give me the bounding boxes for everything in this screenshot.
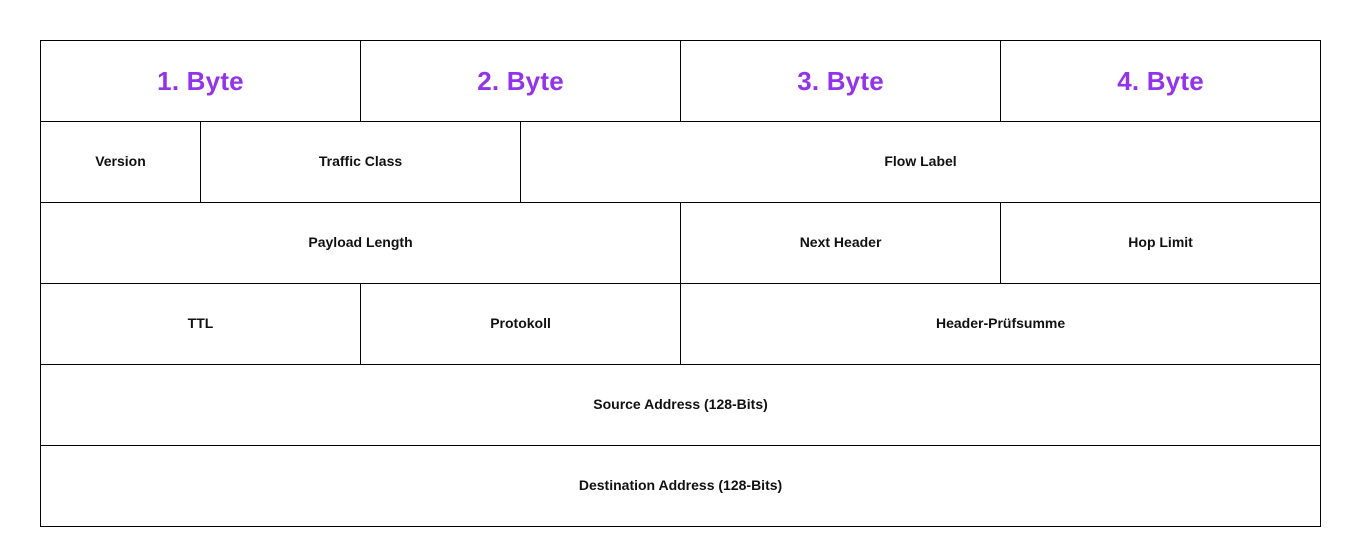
field-label-payload-length: Payload Length bbox=[308, 234, 413, 250]
field-cell-protokoll: Protokoll bbox=[360, 283, 682, 365]
field-label-version: Version bbox=[95, 153, 146, 169]
field-label-next-header: Next Header bbox=[799, 234, 882, 250]
byte-header-label-2: 2. Byte bbox=[477, 65, 564, 96]
byte-header-cell-3: 3. Byte bbox=[680, 40, 1002, 122]
table-row-ttl: TTL Protokoll Header-Prüfsumme bbox=[39, 283, 1322, 365]
field-cell-destination-address: Destination Address (128-Bits) bbox=[39, 445, 1322, 527]
field-label-protokoll: Protokoll bbox=[490, 315, 551, 331]
table-row-payload: Payload Length Next Header Hop Limit bbox=[39, 202, 1322, 284]
table-row-destination-address: Destination Address (128-Bits) bbox=[39, 445, 1322, 527]
byte-header-cell-4: 4. Byte bbox=[1000, 40, 1322, 122]
byte-header-label-1: 1. Byte bbox=[157, 65, 244, 96]
field-label-flow-label: Flow Label bbox=[884, 153, 957, 169]
table-row-byte-ruler: 1. Byte 2. Byte 3. Byte 4. Byte bbox=[39, 40, 1322, 122]
field-cell-hop-limit: Hop Limit bbox=[1000, 202, 1322, 284]
byte-header-cell-1: 1. Byte bbox=[39, 40, 362, 122]
field-label-header-pruefsumme: Header-Prüfsumme bbox=[935, 315, 1066, 331]
field-cell-payload-length: Payload Length bbox=[39, 202, 682, 284]
field-label-traffic-class: Traffic Class bbox=[318, 153, 403, 169]
field-cell-traffic-class: Traffic Class bbox=[199, 121, 522, 203]
table-row-source-address: Source Address (128-Bits) bbox=[39, 364, 1322, 446]
byte-header-label-3: 3. Byte bbox=[797, 65, 884, 96]
ipv6-header-table: 1. Byte 2. Byte 3. Byte 4. Byte Version bbox=[39, 40, 1322, 527]
field-label-hop-limit: Hop Limit bbox=[1128, 234, 1193, 250]
field-label-destination-address: Destination Address (128-Bits) bbox=[578, 477, 783, 493]
field-cell-header-pruefsumme: Header-Prüfsumme bbox=[680, 283, 1322, 365]
field-label-ttl: TTL bbox=[187, 315, 214, 331]
byte-header-label-4: 4. Byte bbox=[1117, 65, 1204, 96]
field-cell-version: Version bbox=[40, 121, 201, 203]
field-label-source-address: Source Address (128-Bits) bbox=[593, 396, 768, 412]
byte-header-cell-2: 2. Byte bbox=[360, 40, 682, 122]
table-row-version: Version Traffic Class Flow Label bbox=[40, 121, 1322, 203]
field-cell-source-address: Source Address (128-Bits) bbox=[39, 364, 1322, 446]
field-cell-ttl: TTL bbox=[39, 283, 362, 365]
field-cell-next-header: Next Header bbox=[680, 202, 1002, 284]
field-cell-flow-label: Flow Label bbox=[520, 121, 1322, 203]
